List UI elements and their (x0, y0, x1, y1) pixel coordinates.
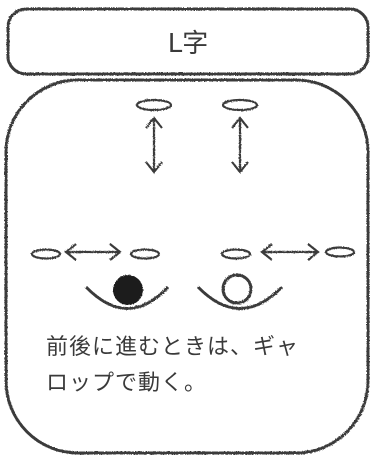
black-ball-icon (84, 275, 170, 310)
vertical-arrow-left-icon (135, 98, 173, 174)
horizontal-arrow-left-icon (30, 243, 161, 261)
caption-line-1: 前後に進むときは、ギャ (46, 335, 300, 360)
title-frame (6, 7, 370, 76)
title-box: L字 (6, 7, 370, 76)
horizontal-arrow-right-icon (220, 243, 356, 261)
caption: 前後に進むときは、ギャ ロップで動く。 (46, 330, 346, 402)
vertical-arrow-right-icon (221, 98, 259, 174)
title: L字 (168, 29, 209, 59)
white-ball-icon (196, 273, 284, 310)
content-frame (4, 78, 370, 455)
caption-line-2: ロップで動く。 (46, 371, 208, 396)
